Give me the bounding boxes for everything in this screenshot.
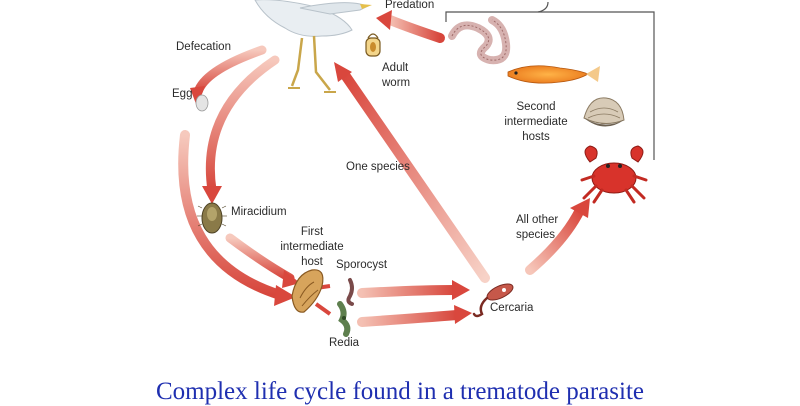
redia-icon	[337, 301, 351, 337]
label-first-line2: intermediate	[280, 241, 344, 253]
label-cercaria: Cercaria	[490, 302, 534, 314]
label-second-line2: intermediate	[504, 116, 568, 128]
label-miracidium: Miracidium	[231, 206, 287, 218]
miracidium-icon	[197, 202, 227, 234]
snail-icon	[291, 269, 324, 313]
caption: Complex life cycle found in a trematode …	[155, 378, 644, 405]
cercaria-icon	[472, 283, 514, 318]
label-second-line1: Second	[516, 101, 556, 113]
label-all-other-line2: species	[516, 229, 555, 241]
arrow-sporocyst-to-cercaria	[357, 280, 470, 300]
label-sporocyst: Sporocyst	[336, 259, 388, 271]
crab-icon	[580, 145, 648, 204]
label-adult-worm: Adult worm	[382, 61, 410, 91]
fish-icon	[507, 65, 600, 84]
worm-host-icon	[448, 16, 511, 65]
bird-icon	[254, 0, 372, 93]
label-second-line3: hosts	[522, 131, 550, 143]
label-first-line3: host	[301, 256, 323, 268]
egg-icon	[195, 94, 209, 112]
clam-icon	[583, 97, 625, 127]
label-first-line1: First	[300, 226, 324, 238]
label-all-other-line1: All other	[516, 214, 559, 226]
arrow-predation	[376, 10, 445, 43]
adult-worm-icon	[365, 33, 381, 57]
label-redia: Redia	[329, 337, 360, 349]
label-predation: Predation	[385, 0, 435, 11]
label-adult-worm-line1: Adult	[382, 62, 409, 74]
label-defecation: Defecation	[176, 41, 231, 53]
sporocyst-icon	[346, 278, 354, 306]
hosts-bracket	[445, 1, 655, 160]
label-all-other-species: All other species	[516, 213, 558, 243]
label-egg: Egg	[172, 88, 193, 100]
label-second-intermediate-hosts: Second intermediate hosts	[500, 100, 572, 145]
arrow-defecation	[190, 45, 267, 104]
arrow-one-species	[334, 62, 490, 283]
label-first-intermediate-host: First intermediate host	[270, 225, 354, 270]
arrow-redia-to-cercaria	[357, 305, 472, 327]
label-adult-worm-line2: worm	[382, 77, 411, 89]
arrow-all-other-species	[525, 198, 590, 275]
arrow-egg-to-snail	[178, 130, 296, 306]
label-one-species: One species	[346, 161, 410, 173]
arrow-bird-to-miracidium	[202, 55, 280, 204]
